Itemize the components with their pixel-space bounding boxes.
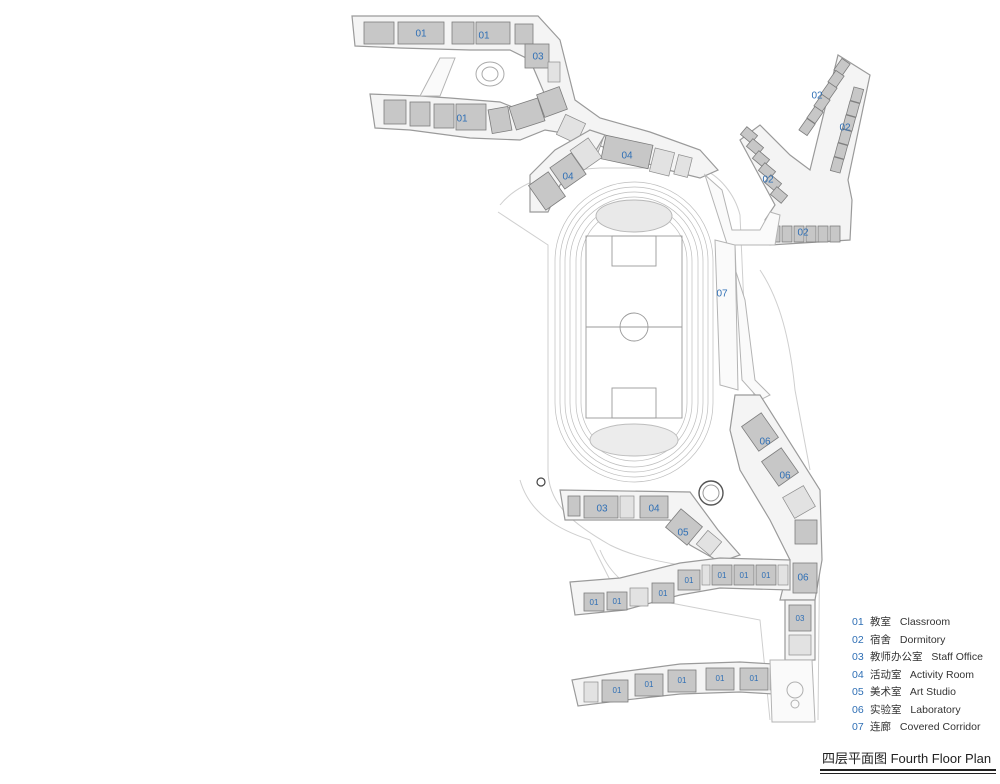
legend-cn: 宿舍	[870, 633, 891, 646]
room-label: 06	[797, 573, 809, 584]
room-label: 02	[811, 91, 823, 102]
legend-cn: 教师办公室	[870, 651, 923, 663]
legend-en: Laboratory	[910, 703, 961, 716]
legend-item: 03 教师办公室 Staff Office	[852, 649, 1000, 667]
legend-item: 02 宿舍 Dormitory	[852, 632, 1000, 650]
room-label: 01	[478, 31, 490, 42]
southeast-stair	[769, 659, 816, 723]
title-rule	[820, 773, 996, 774]
title-rule	[820, 769, 996, 771]
room-label: 01	[613, 597, 622, 606]
room-label: 02	[797, 228, 809, 239]
legend-en: Classroom	[899, 616, 951, 628]
room-label: 02	[839, 123, 851, 134]
legend-en: Art Studio	[909, 686, 956, 698]
room-label: 01	[415, 29, 427, 40]
room-label: 06	[759, 437, 771, 448]
legend-code: 01	[852, 616, 864, 628]
legend-item: 01 教室 Classroom	[852, 614, 1000, 632]
activity-wing	[528, 129, 606, 213]
room-label: 01	[613, 686, 622, 695]
room-label: 07	[716, 289, 728, 300]
dormitory-block	[739, 54, 871, 246]
room-label: 01	[645, 680, 654, 689]
room-label: 04	[562, 172, 574, 183]
legend-item: 04 活动室 Activity Room	[852, 667, 1000, 685]
legend-item: 07 连廊 Covered Corridor	[852, 719, 1000, 737]
room-label: 03	[596, 504, 608, 515]
room-label: 01	[740, 571, 749, 580]
northwest-wing	[351, 15, 719, 179]
plan-title: 四层平面图 Fourth Floor Plan	[822, 751, 992, 766]
legend-item: 06 实验室 Laboratory	[852, 702, 1000, 720]
south-classroom-row-1	[569, 557, 791, 616]
sports-field	[554, 181, 724, 506]
legend-cn: 活动室	[870, 668, 902, 681]
room-label: 03	[532, 52, 544, 63]
room-label: 04	[621, 151, 633, 162]
room-label: 01	[762, 571, 771, 580]
legend-code: 06	[852, 703, 864, 716]
room-label: 03	[796, 614, 805, 623]
legend-cn: 连廊	[870, 721, 891, 733]
legend-code: 04	[852, 668, 864, 681]
legend-cn: 实验室	[870, 703, 902, 716]
legend-code: 03	[852, 651, 864, 663]
room-label: 06	[779, 471, 791, 482]
room-label: 01	[685, 576, 694, 585]
legend-code: 02	[852, 633, 864, 646]
room-label: 01	[750, 674, 759, 683]
room-label: 05	[677, 528, 689, 539]
room-label: 01	[678, 676, 687, 685]
covered-corridor	[703, 173, 781, 401]
legend-code: 05	[852, 686, 864, 698]
room-label: 02	[762, 175, 774, 186]
legend-cn: 美术室	[870, 686, 902, 698]
room-label: 04	[648, 504, 660, 515]
room-label: 01	[590, 598, 599, 607]
laboratory-wing	[729, 394, 823, 601]
legend-en: Covered Corridor	[899, 721, 981, 733]
room-label: 01	[456, 114, 468, 125]
legend-item: 05 美术室 Art Studio	[852, 684, 1000, 702]
legend-en: Staff Office	[931, 651, 983, 663]
legend-code: 07	[852, 721, 864, 733]
plan-title-block: 四层平面图 Fourth Floor Plan	[820, 748, 996, 774]
legend-cn: 教室	[870, 616, 891, 628]
legend: 01 教室 Classroom 02 宿舍 Dormitory 03 教师办公室 St…	[852, 614, 1000, 737]
room-label: 01	[659, 589, 668, 598]
room-label: 01	[718, 571, 727, 580]
legend-en: Dormitory	[899, 633, 946, 646]
south-activity-block	[559, 489, 742, 563]
legend-en: Activity Room	[909, 668, 975, 681]
staff-office-block	[784, 599, 816, 661]
room-label: 01	[716, 674, 725, 683]
